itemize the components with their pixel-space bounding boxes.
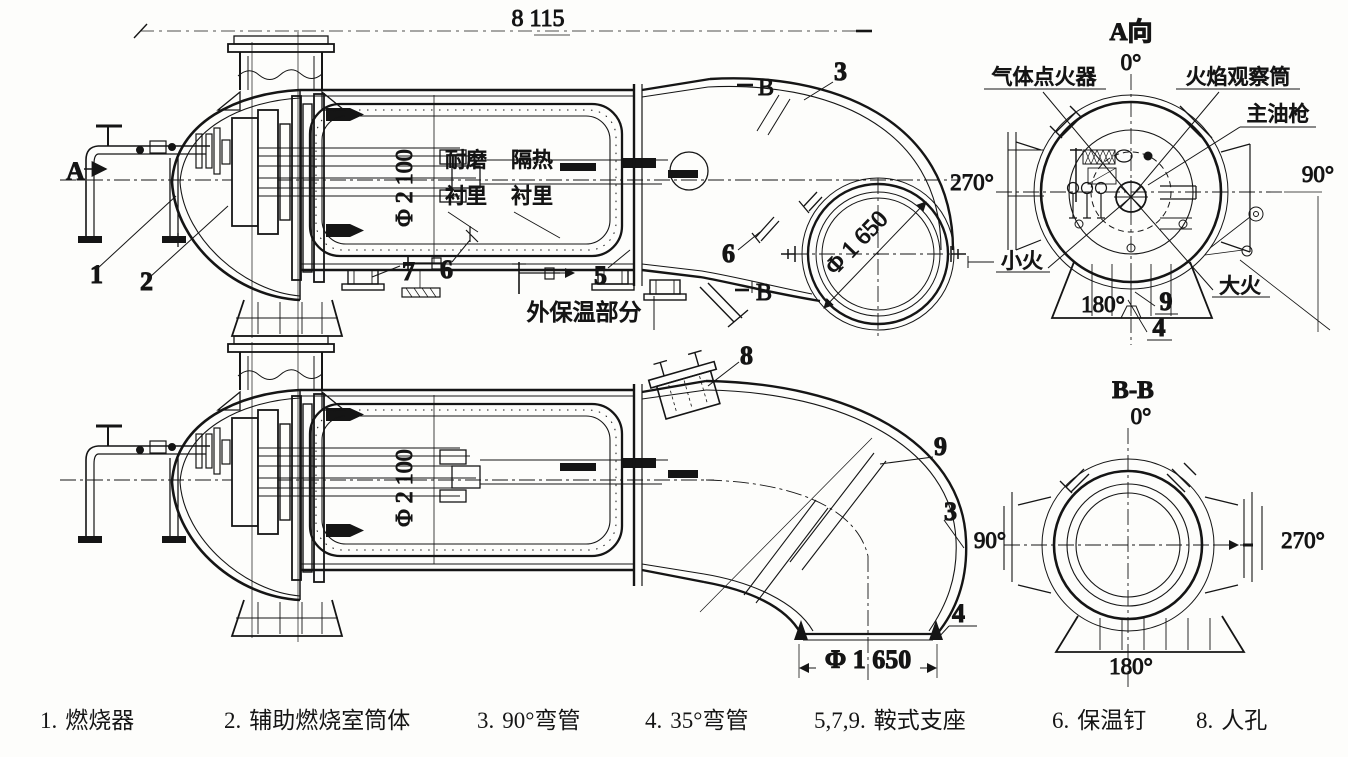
callout-7: 7 <box>402 257 415 286</box>
legend-number: 1. <box>40 708 58 733</box>
elbow-outer-wall <box>705 379 968 635</box>
support-skirt <box>1050 261 1214 319</box>
side-elevation-view: 8 115 A B B Φ 2 100 Φ 1 650 耐磨 衬里 隔热 衬里 … <box>60 6 966 344</box>
legend-item: 4. 35°弯管 <box>645 701 748 735</box>
legend-item: 8. 人孔 <box>1196 701 1267 735</box>
deg-180: 180° <box>1109 654 1153 679</box>
legend-item: 2. 辅助燃烧室筒体 <box>224 701 410 735</box>
deg-90: 90° <box>974 528 1006 553</box>
elbow-outer-wall <box>709 77 955 251</box>
plan-view: Φ 2 100 8 9 3 4 Φ 1 650 <box>60 328 977 684</box>
legend-label: 辅助燃烧室筒体 <box>249 708 411 733</box>
small-fire-label: 小火 <box>1001 249 1043 273</box>
legend-label: 保温钉 <box>1077 708 1147 733</box>
callout-8: 8 <box>740 341 753 370</box>
scope-port-icon <box>1179 105 1213 139</box>
heat-lining-label: 隔热 <box>511 148 553 172</box>
deg-90: 90° <box>1302 162 1334 187</box>
section-b-label-top: B <box>758 75 774 101</box>
legend-label: 鞍式支座 <box>873 708 966 733</box>
gas-igniter-label: 气体点火器 <box>992 65 1097 89</box>
outlet-diameter-dim: Φ 1 650 <box>821 206 894 280</box>
legend-item: 1. 燃烧器 <box>40 701 134 735</box>
legend-label: 35°弯管 <box>670 708 749 733</box>
legend-number: 4. <box>645 708 663 733</box>
drain-stub <box>699 282 749 328</box>
legend-number: 6. <box>1052 708 1070 733</box>
callout-9: 9 <box>1160 287 1173 316</box>
saddle-support <box>643 279 687 301</box>
support-skirt <box>1054 615 1246 653</box>
big-fire-label: 大火 <box>1219 274 1261 298</box>
section-b-label-bottom: B <box>756 280 772 306</box>
svg-text:衬里: 衬里 <box>511 184 553 208</box>
legend-label: 90°弯管 <box>502 708 581 733</box>
shell-diameter-dim: Φ 2 100 <box>392 449 418 527</box>
insulation-pin-icon <box>751 216 780 244</box>
outer-insulation-label: 外保温部分 <box>527 300 642 325</box>
callout-1: 1 <box>90 260 103 289</box>
legend-label: 燃烧器 <box>65 708 135 733</box>
legend-item: 5,7,9. 鞍式支座 <box>814 701 966 735</box>
parts-legend: 1. 燃烧器 2. 辅助燃烧室筒体 3. 90°弯管 4. 35°弯管 5,7,9. 鞍式… <box>0 701 1348 741</box>
saddle-support <box>341 269 385 291</box>
deg-270: 270° <box>950 170 994 195</box>
insulation-pin-icon <box>1059 468 1090 494</box>
section-bb-view: B-B 0° 90° 270° 180° <box>973 377 1325 688</box>
callout-2: 2 <box>140 267 153 296</box>
transition-hole <box>669 151 709 191</box>
legend-item: 6. 保温钉 <box>1052 701 1146 735</box>
callout-4: 4 <box>1153 313 1166 342</box>
insulation-pin-icon <box>798 191 823 214</box>
view-a-title: A向 <box>1109 17 1152 46</box>
gas-igniter-body <box>1082 149 1116 165</box>
weld-seam <box>743 499 829 604</box>
callout-4: 4 <box>952 599 965 628</box>
duct-section-circle <box>1052 469 1204 621</box>
igniter-port-icon <box>1049 105 1083 139</box>
deg-0: 0° <box>1121 50 1142 75</box>
diameter-dimension <box>823 201 927 309</box>
deg-270: 270° <box>1281 528 1325 553</box>
pin-detail <box>512 262 575 294</box>
callout-6: 6 <box>722 239 735 268</box>
pin-detail <box>401 256 446 298</box>
deg-0: 0° <box>1131 404 1152 429</box>
callout-5: 5 <box>594 261 607 290</box>
legend-number: 2. <box>224 708 242 733</box>
wear-lining-label: 耐磨 <box>445 148 487 172</box>
callout-3: 3 <box>944 497 957 526</box>
svg-text:衬里: 衬里 <box>445 184 487 208</box>
callout-9: 9 <box>934 432 947 461</box>
legend-number: 8. <box>1196 708 1214 733</box>
legend-number: 3. <box>477 708 495 733</box>
deg-180: 180° <box>1081 292 1125 317</box>
main-oil-gun-label: 主油枪 <box>1247 102 1310 126</box>
section-bb-title: B-B <box>1112 377 1154 404</box>
weld-seam <box>789 452 887 571</box>
outlet-diameter-dim: Φ 1 650 <box>825 645 912 674</box>
legend-item: 3. 90°弯管 <box>477 701 580 735</box>
insulation-pin-icon <box>1166 462 1197 493</box>
legend-number: 5,7,9. <box>814 708 866 733</box>
view-a: A向 0° 气体点火器 火焰观察筒 主油枪 270° 90° 小火 大火 180… <box>950 17 1335 345</box>
flame-scope-label: 火焰观察筒 <box>1186 65 1291 89</box>
overall-dimension: 8 115 <box>511 6 564 32</box>
legend-label: 人孔 <box>1221 708 1268 733</box>
callout-6: 6 <box>440 255 453 284</box>
shell-diameter-dim: Φ 2 100 <box>392 149 418 227</box>
manhole <box>647 349 721 421</box>
callout-3: 3 <box>834 57 847 86</box>
view-a-label: A <box>66 157 85 186</box>
